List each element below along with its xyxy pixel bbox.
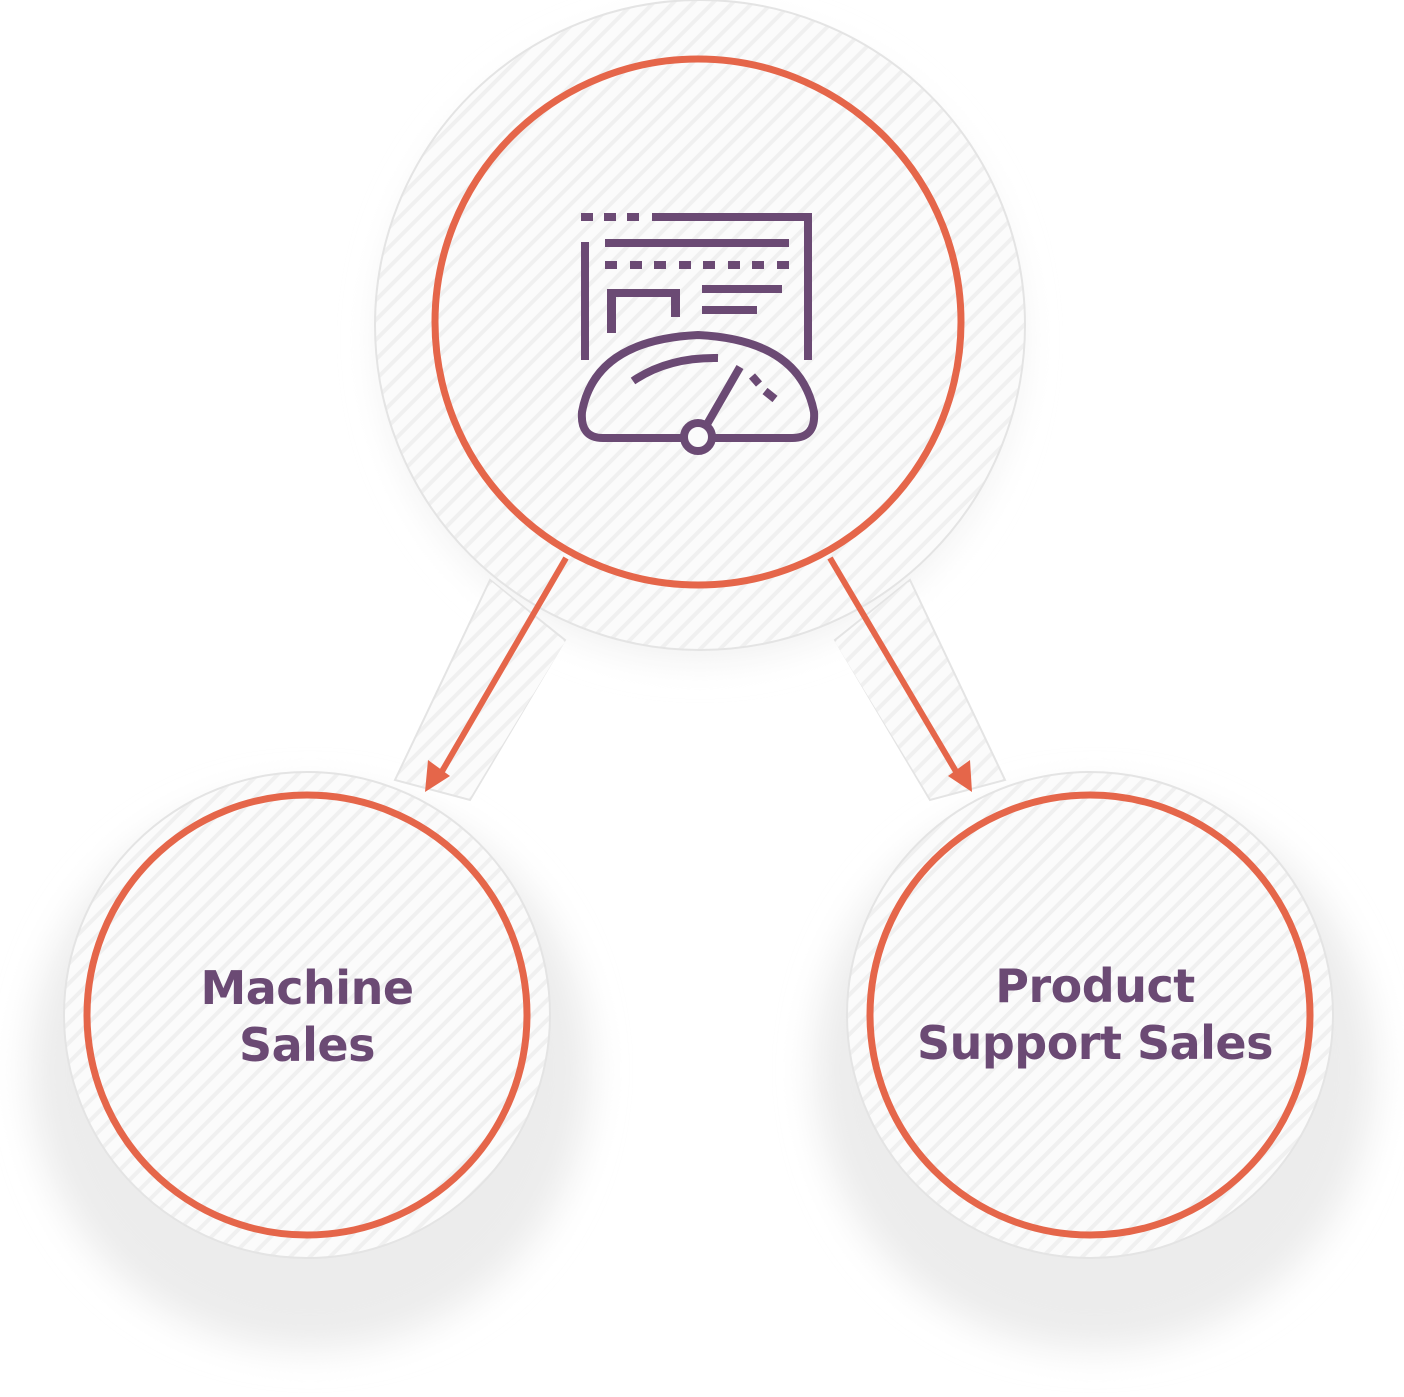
product-support-sales-label-line1: Product: [995, 959, 1195, 1013]
machine-sales-label-line1: Machine: [200, 961, 414, 1015]
plate-fill-cover: [377, 2, 1023, 798]
product-support-sales-label-line2: Support Sales: [916, 1016, 1274, 1070]
product-support-sales-node-ring: [866, 791, 1314, 1239]
machine-sales-node: Machine Sales: [107, 960, 507, 1074]
speedometer-gauge: [577, 330, 819, 455]
edge-root-to-machine-sales: [425, 556, 569, 792]
edge-root-to-product-support-sales: [827, 556, 972, 792]
machine-sales-label-line2: Sales: [238, 1018, 376, 1072]
dashboard-speedometer-icon: [581, 213, 812, 360]
product-support-sales-node: Product Support Sales: [880, 958, 1310, 1072]
machine-sales-node-ring: [83, 791, 531, 1239]
root-node-ring: [431, 55, 965, 589]
